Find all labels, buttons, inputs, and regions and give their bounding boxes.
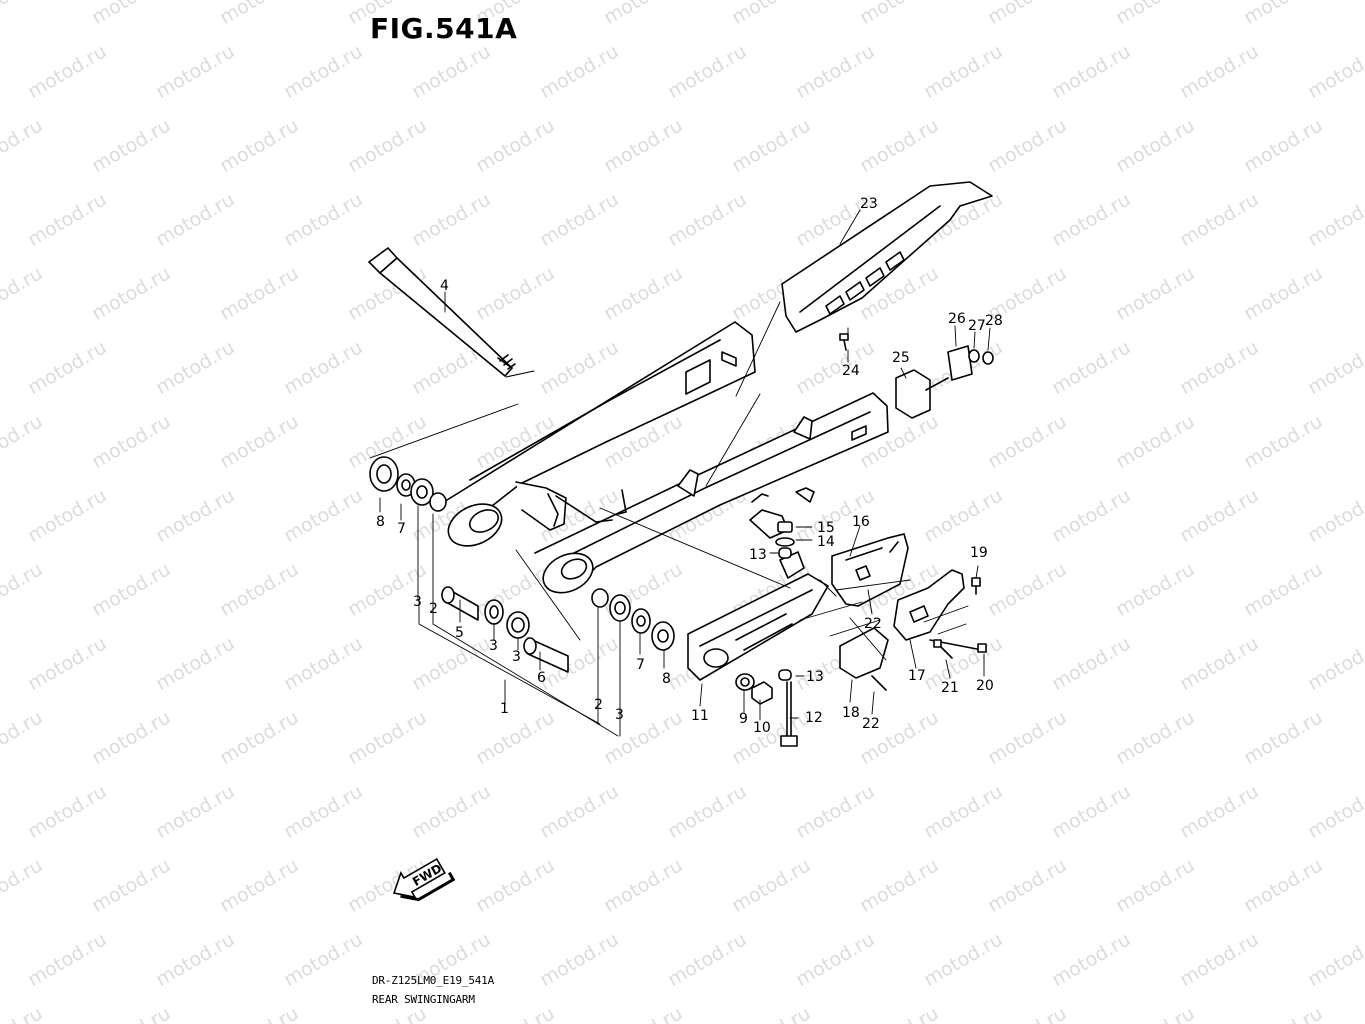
callout-3c: 3	[512, 649, 521, 665]
callout-15: 15	[817, 520, 835, 536]
callout-14: 14	[817, 534, 835, 550]
callout-27: 27	[968, 318, 986, 334]
alignment-lines	[369, 301, 969, 661]
callout-4: 4	[440, 278, 449, 294]
slider-18	[839, 627, 889, 691]
bolt-and-nut	[735, 673, 798, 747]
callout-2a: 2	[429, 601, 438, 617]
callout-28: 28	[985, 313, 1003, 329]
callout-13b: 13	[806, 669, 824, 685]
figure-name: REAR SWINGINGARM	[372, 993, 475, 1006]
callout-3d: 3	[615, 707, 624, 723]
bracket-17	[893, 569, 965, 641]
callout-22a: 22	[864, 616, 882, 632]
callout-11: 11	[691, 708, 709, 724]
callout-7a: 7	[397, 521, 406, 537]
callout-21: 21	[941, 680, 959, 696]
callout-6: 6	[537, 670, 546, 686]
callout-2b: 2	[594, 697, 603, 713]
callout-20: 20	[976, 678, 994, 694]
callout-19: 19	[970, 545, 988, 561]
chain-adjuster	[895, 345, 994, 419]
swingarm-body	[446, 321, 889, 594]
callout-labels: 23 4 26 27 28 25 24 8 7 15 16 14 13 19 3…	[376, 196, 1003, 736]
figure-title: FIG.541A	[370, 12, 518, 45]
callout-5: 5	[455, 625, 464, 641]
chain-buffer	[687, 551, 829, 681]
callout-3b: 3	[489, 638, 498, 654]
sleeves-and-bearings	[441, 586, 569, 673]
callout-1: 1	[500, 701, 509, 717]
bracket-16	[831, 533, 909, 607]
small-bolts	[929, 577, 987, 659]
nut-washer-stack	[775, 521, 795, 681]
callout-16: 16	[852, 514, 870, 530]
callout-3a: 3	[413, 594, 422, 610]
upper-seals-bearings	[369, 456, 447, 512]
callout-7b: 7	[636, 657, 645, 673]
fwd-arrow-icon: FWD	[392, 857, 456, 902]
callout-26: 26	[948, 311, 966, 327]
callout-12: 12	[805, 710, 823, 726]
callout-24: 24	[842, 363, 860, 379]
lower-seals	[591, 588, 675, 651]
callout-13a: 13	[749, 547, 767, 563]
callout-23: 23	[860, 196, 878, 212]
bolt-24	[839, 333, 849, 351]
callout-8a: 8	[376, 514, 385, 530]
pivot-bolt	[368, 247, 516, 377]
callout-22b: 22	[862, 716, 880, 732]
chain-case-23	[781, 181, 993, 333]
callout-17: 17	[908, 668, 926, 684]
callout-8b: 8	[662, 671, 671, 687]
callout-18: 18	[842, 705, 860, 721]
callout-25: 25	[892, 350, 910, 366]
callout-9: 9	[739, 711, 748, 727]
leader-lines	[379, 209, 991, 737]
model-code: DR-Z125LM0_E19_541A	[372, 974, 495, 987]
callout-10: 10	[753, 720, 771, 736]
